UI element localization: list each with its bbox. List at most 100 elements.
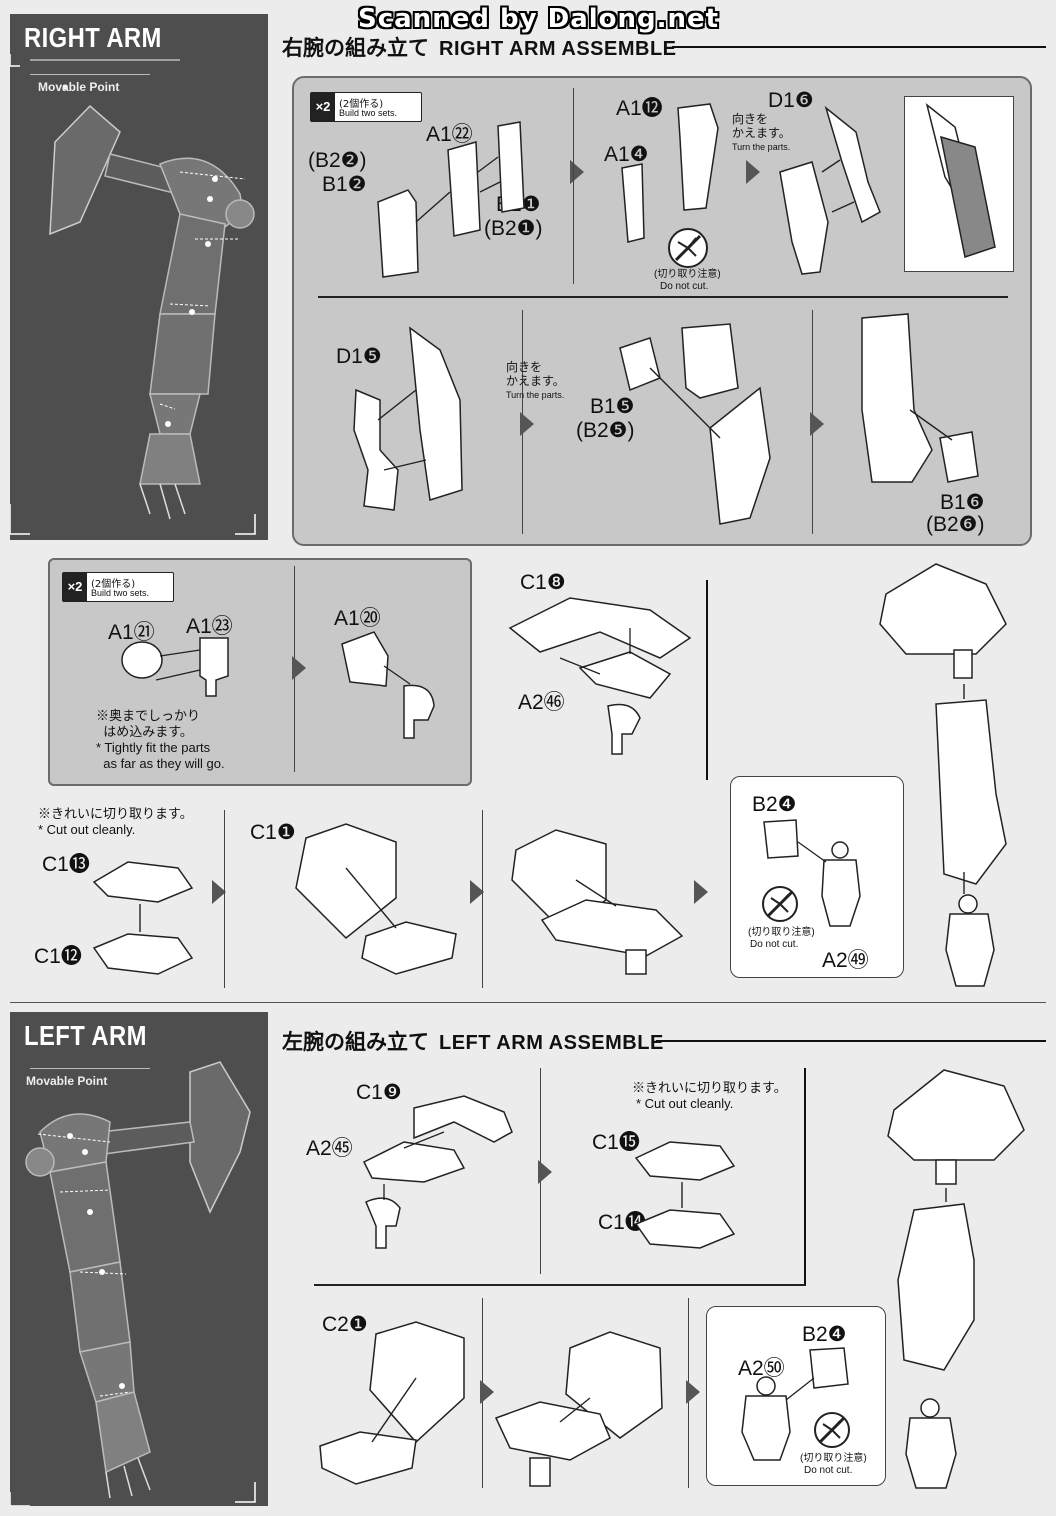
step-divider [573,88,574,284]
part-label: D1❻ [768,89,814,112]
hand-parts [763,819,861,927]
part-label: C1❽ [520,571,566,594]
part-label: (B2❻) [926,513,985,536]
step-arrow [538,1160,552,1184]
turn-note-en: Turn the parts. [732,142,791,152]
do-not-cut-en: Do not cut. [804,1465,853,1476]
part-label: C1⓭ [42,853,90,876]
part-label: C1❾ [356,1081,402,1104]
part-label: B2❹ [752,793,797,816]
cut-cleanly-en: * Cut out cleanly. [636,1096,734,1111]
step2a-parts [353,326,463,511]
part-label: B1❻ [940,491,985,514]
forearm-plate-parts [295,823,457,975]
left-forearm-plate-parts [319,1321,465,1485]
do-not-cut-en: Do not cut. [750,939,799,950]
build-two-en: Build two sets. [91,588,150,598]
cut-cleanly-jp: ※きれいに切り取ります。 [38,806,193,821]
step2b-parts [619,323,771,525]
left-arm-assembly [887,1069,1025,1371]
section-divider [10,1002,1046,1003]
part-label: A2㊺ [306,1137,353,1160]
step-divider [706,580,708,780]
do-not-cut-icon [668,228,708,268]
part-label: (B2❶) [484,217,543,240]
left-hand-assembled [905,1398,957,1489]
step1c-parts [779,105,881,275]
step1a-parts [377,121,525,278]
shoulder-cover-parts [341,631,435,739]
result-arm-illustration [925,103,996,258]
right-arm-title: RIGHT ARM [24,22,162,53]
build-two-jp: (2個作る) [91,579,136,590]
step-arrow [480,1380,494,1404]
part-label: A2㊾ [822,949,869,972]
part-label: C1⓮ [598,1211,646,1234]
step-arrow [292,656,306,680]
part-label: A1㉑ [108,621,155,644]
build-two-jp: (2個作る) [339,99,384,110]
do-not-cut-jp: (切り取り注意) [800,1453,867,1464]
panel-divider [30,74,150,75]
panel-divider [30,1068,150,1069]
part-label: A1㉓ [186,615,233,638]
heading-rule [672,46,1046,48]
left-arm-heading-en: LEFT ARM ASSEMBLE [439,1032,664,1054]
step-arrow [694,880,708,904]
x2-badge: ×2 [63,573,87,601]
hand-step-frame [730,776,904,978]
turn-note-jp: 向きを かえます。 [732,112,791,140]
tight-fit-en: * Tightly fit the parts as far as they w… [96,740,225,771]
step1b-parts [621,103,719,243]
build-two-sets-badge: ×2 (2個作る) Build two sets. [62,572,174,602]
turn-note-en: Turn the parts. [506,390,565,400]
step-arrow [746,160,760,184]
right-arm-illustration [10,54,268,535]
step2c-parts [861,313,979,483]
do-not-cut-jp: (切り取り注意) [654,269,721,280]
hand-assembled [945,894,995,987]
elbow-parts [92,861,194,975]
right-arm-movable-point: Movable Point [38,80,120,94]
do-not-cut-icon [762,886,798,922]
part-label: C2❶ [322,1313,368,1336]
part-label: (B2❺) [576,419,635,442]
step-arrow [520,412,534,436]
right-arm-assembly [879,563,1007,894]
step-arrow [470,880,484,904]
left-arm-movable-point: Movable Point [26,1074,108,1088]
left-arm-heading: 左腕の組み立て LEFT ARM ASSEMBLE [282,1026,664,1056]
left-elbow-parts [634,1141,736,1249]
left-arm-title: LEFT ARM [24,1020,147,1051]
step-arrow [212,880,226,904]
row-divider [314,1284,806,1286]
part-label: A1❹ [604,143,649,166]
build-two-sets-badge: ×2 (2個作る) Build two sets. [310,92,422,122]
part-label: C1⓬ [34,945,82,968]
part-label: C1❶ [250,821,296,844]
cut-cleanly-jp: ※きれいに切り取ります。 [632,1080,787,1095]
x2-badge: ×2 [311,93,335,121]
step-divider [482,810,483,988]
left-arm-heading-jp: 左腕の組み立て [282,1029,429,1054]
part-label: (B2❷) [308,149,367,172]
left-hand-step-frame [706,1306,886,1486]
left-shoulder-parts [362,1095,513,1249]
result-thumbnail [904,96,1014,272]
part-label: D1❺ [336,345,382,368]
forearm-assembly-parts [511,829,684,975]
build-two-en: Build two sets. [339,108,398,118]
cut-cleanly-en: * Cut out cleanly. [38,822,136,837]
right-arm-panel: RIGHT ARM Movable Point [10,14,268,540]
left-arm-panel: LEFT ARM Movable Point [10,1012,268,1506]
right-arm-heading-en: RIGHT ARM ASSEMBLE [439,38,677,60]
part-label: C1⓯ [592,1131,640,1154]
tight-fit-jp: ※奥までしっかり はめ込みます。 [96,708,201,739]
do-not-cut-en: Do not cut. [660,281,709,292]
row-divider [318,296,1008,298]
do-not-cut-jp: (切り取り注意) [748,927,815,938]
part-label: A1㉒ [426,123,473,146]
watermark-text: Scanned by Dalong.net [358,4,720,34]
shoulder-armor-parts [508,597,692,755]
